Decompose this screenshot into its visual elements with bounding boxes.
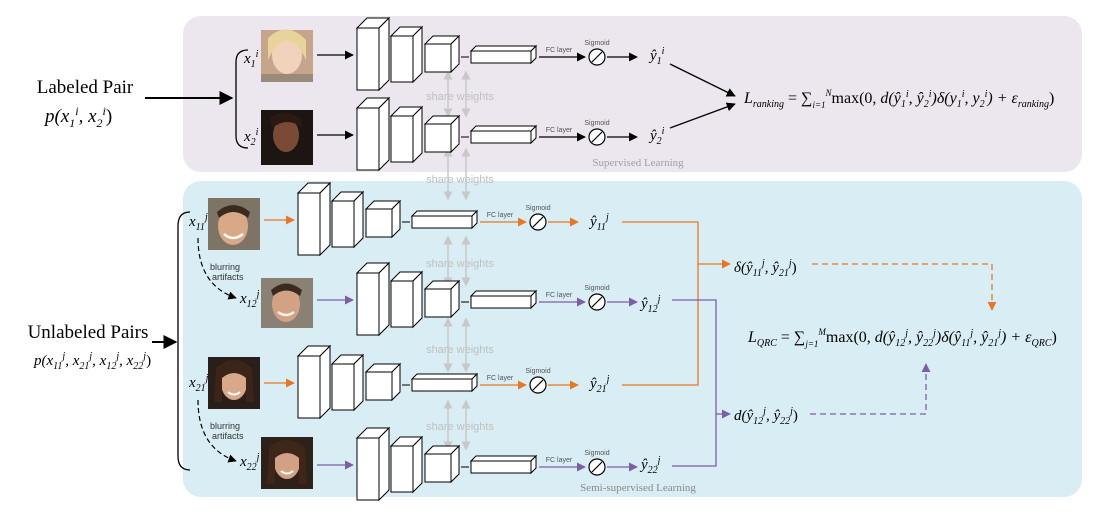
purple-dashed-to-qrc bbox=[810, 363, 931, 415]
blur-label-1b: artifacts bbox=[212, 272, 244, 282]
x1i-label: x1i bbox=[243, 49, 259, 70]
labeled-brace bbox=[235, 49, 249, 149]
labeled-pair-title: Labeled Pair bbox=[37, 77, 134, 98]
row-x22j-network: FC layer Sigmoid bbox=[317, 426, 638, 502]
semi-supervised-learning-label: Semi-supervised Learning bbox=[580, 482, 696, 494]
purple-path-22 bbox=[672, 414, 717, 467]
face-image-x22j bbox=[261, 437, 313, 489]
face-image-x11j bbox=[208, 198, 260, 250]
face-image-x21j bbox=[208, 357, 260, 409]
sigmoid-label: Sigmoid bbox=[584, 450, 609, 457]
x2i-label: x2i bbox=[243, 127, 259, 148]
sigmoid-label: Sigmoid bbox=[584, 40, 609, 47]
share-weights-1: share weights bbox=[426, 91, 494, 103]
row-x1i-network: FC layer Sigmoid bbox=[317, 16, 638, 92]
sigmoid-label: Sigmoid bbox=[525, 205, 550, 212]
row-x11j-network: FC layer Sigmoid bbox=[264, 181, 579, 257]
share-weights-3: share weights bbox=[426, 258, 494, 270]
supervised-learning-label: Supervised Learning bbox=[592, 157, 684, 169]
blur-curve-2 bbox=[197, 399, 237, 463]
fc-layer-label: FC layer bbox=[546, 457, 573, 464]
orange-path-21 bbox=[622, 264, 699, 386]
fc-layer-label: FC layer bbox=[546, 127, 573, 134]
fc-layer-label: FC layer bbox=[546, 292, 573, 299]
row-x2i-network: FC layer Sigmoid bbox=[317, 96, 638, 172]
share-weights-5: share weights bbox=[426, 421, 494, 433]
unlabeled-pairs-title: Unlabeled Pairs bbox=[28, 322, 149, 343]
unlabeled-pairs-formula: p(x11j, x21j, x12j, x22j) bbox=[33, 351, 151, 372]
sigmoid-label: Sigmoid bbox=[584, 285, 609, 292]
fc-layer-label: FC layer bbox=[487, 212, 514, 219]
orange-dashed-to-qrc bbox=[812, 263, 997, 311]
purple-path-12 bbox=[672, 299, 731, 419]
row-x21j-network: FC layer Sigmoid bbox=[264, 344, 579, 420]
arrow-y1-to-loss bbox=[669, 63, 736, 97]
fc-layer-label: FC layer bbox=[546, 47, 573, 54]
semi-supervised-panel bbox=[183, 181, 1082, 497]
fc-layer-label: FC layer bbox=[487, 375, 514, 382]
sigmoid-label: Sigmoid bbox=[525, 368, 550, 375]
blur-label-1a: blurring bbox=[210, 262, 240, 272]
orange-path-11 bbox=[622, 221, 731, 269]
face-image-x1i bbox=[261, 29, 313, 82]
arrow-y2-to-loss bbox=[669, 102, 736, 129]
labeled-pair-formula: p(x1i, x2i) bbox=[43, 104, 112, 130]
ranking-loss-formula: Lranking = ∑i=1Nmax(0, d(ŷ1i, ŷ2i)δ(y1i,… bbox=[743, 88, 1054, 110]
share-weights-2: share weights bbox=[426, 174, 494, 186]
sigmoid-label: Sigmoid bbox=[584, 120, 609, 127]
blur-label-2b: artifacts bbox=[212, 431, 244, 441]
face-image-x2i bbox=[261, 110, 313, 165]
blur-label-2a: blurring bbox=[210, 421, 240, 431]
share-weights-4: share weights bbox=[426, 344, 494, 356]
row-x12j-network: FC layer Sigmoid bbox=[317, 261, 638, 337]
face-image-x12j bbox=[261, 278, 313, 328]
unlabeled-brace bbox=[177, 211, 191, 471]
share-weight-arrows bbox=[443, 70, 471, 451]
blur-curve-1 bbox=[197, 237, 237, 300]
